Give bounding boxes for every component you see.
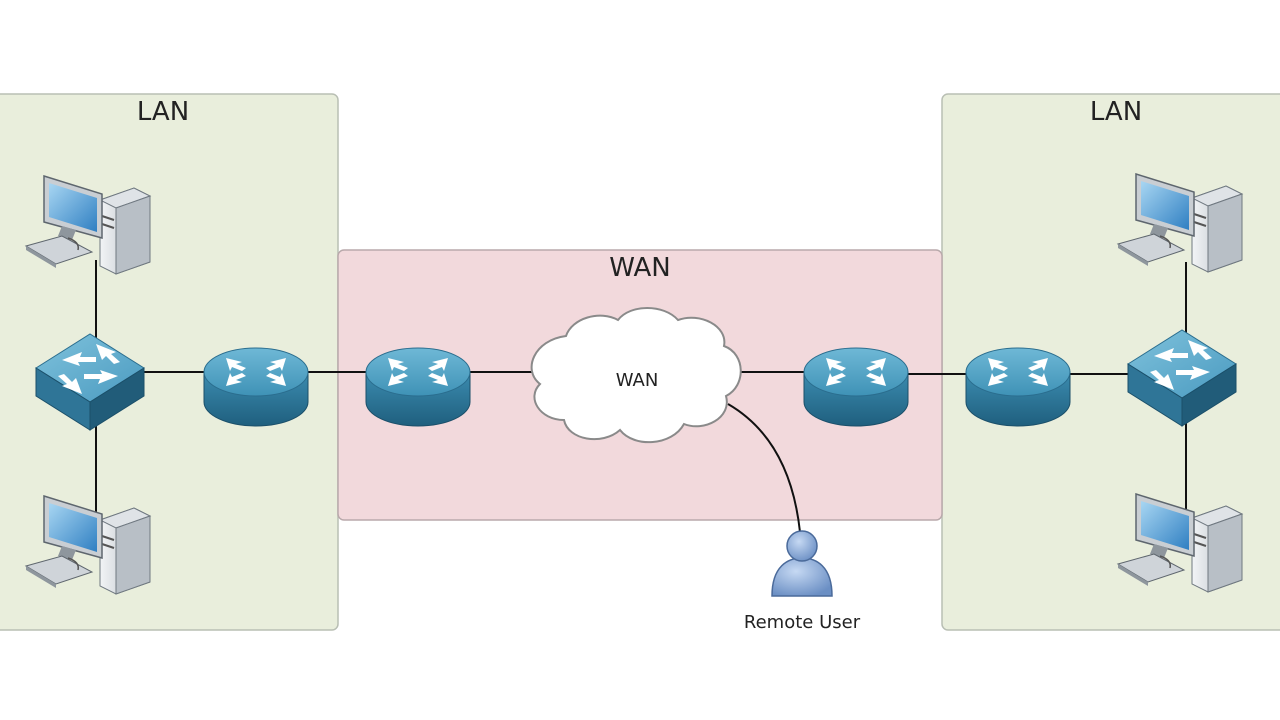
lan-right-label: LAN: [1090, 97, 1142, 127]
link-cloud-remote-user: [727, 403, 801, 533]
wan-zone-label: WAN: [609, 253, 671, 283]
cloud-label: WAN: [616, 370, 659, 391]
remote-user-label: Remote User: [744, 612, 861, 633]
cloud-icon: [530, 307, 742, 443]
router-icon: [365, 347, 471, 427]
user-icon: [771, 530, 833, 597]
router-icon: [965, 347, 1071, 427]
lan-left-label: LAN: [137, 97, 189, 127]
router-icon: [203, 347, 309, 427]
router-icon: [803, 347, 909, 427]
